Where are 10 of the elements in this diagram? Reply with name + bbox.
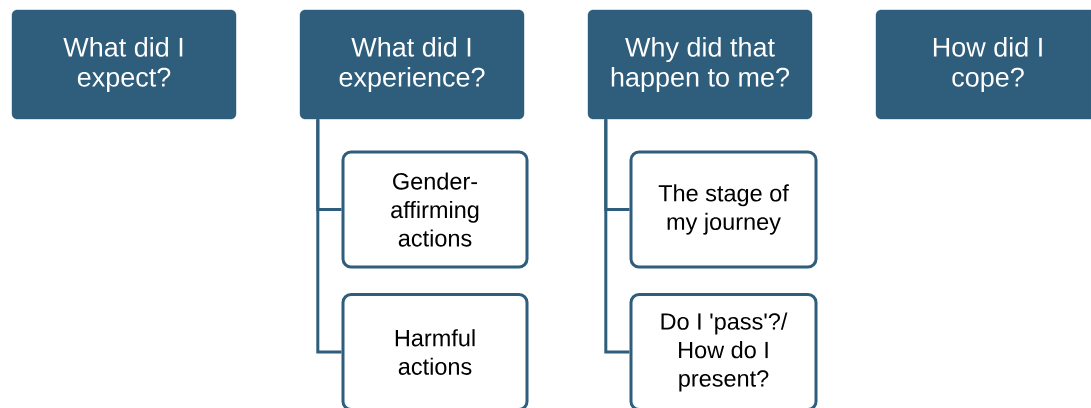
connector-line	[316, 119, 342, 354]
topic-box: Harmful actions	[341, 293, 529, 408]
heading-box: What did I experience?	[299, 9, 525, 120]
heading-box: What did I expect?	[11, 9, 237, 120]
topic-box: Do I 'pass'?/ How do I present?	[629, 293, 818, 408]
heading-box: How did I cope?	[875, 9, 1091, 120]
connector-line	[604, 119, 630, 354]
topic-box: The stage of my journey	[629, 150, 818, 269]
heading-box: Why did that happen to me?	[587, 9, 813, 120]
topic-box: Gender-affirming actions	[341, 150, 529, 269]
